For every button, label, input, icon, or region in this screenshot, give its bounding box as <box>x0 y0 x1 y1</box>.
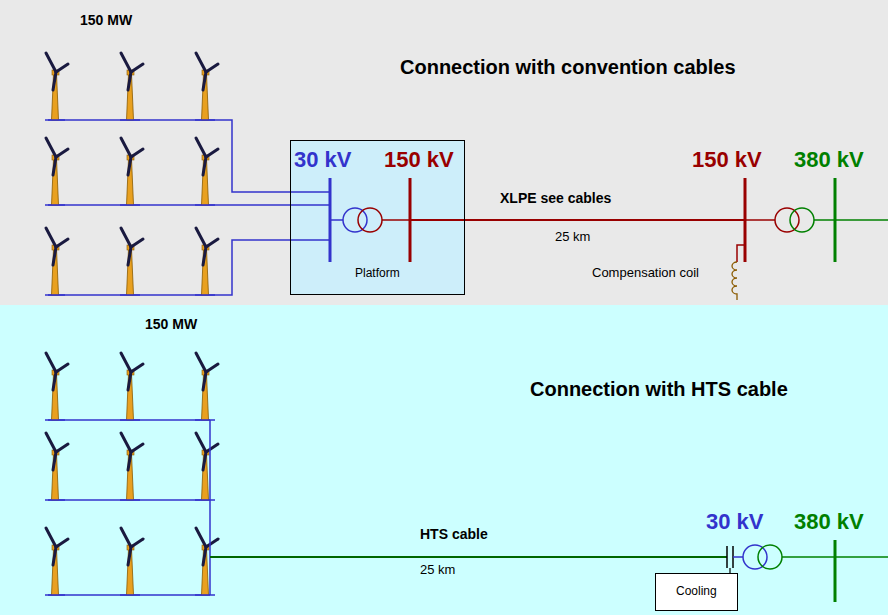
compensation-coil-symbol <box>732 262 737 300</box>
collector-wires-top <box>48 120 330 295</box>
xlpe-cable <box>410 219 745 221</box>
bus-link <box>330 219 343 221</box>
cable-termination <box>726 546 728 568</box>
busbar-380kv <box>834 540 837 602</box>
busbar-380kv <box>834 178 837 262</box>
platform-fill <box>290 140 465 295</box>
voltage-label: 150 kV <box>692 147 762 172</box>
voltage-label: 150 kV <box>384 147 454 172</box>
transformer-winding <box>358 208 382 232</box>
cooling-box: Cooling <box>655 573 738 611</box>
coil-feeder <box>737 245 745 262</box>
box-label: Platform <box>355 267 400 281</box>
transformer-winding <box>775 208 799 232</box>
transformer-winding <box>758 545 782 569</box>
cable-label: HTS cable <box>420 526 488 542</box>
panel-heading: Connection with convention cables <box>400 56 736 79</box>
transformer-winding <box>743 545 767 569</box>
panel-heading: Connection with HTS cable <box>530 378 788 401</box>
box-label: Cooling <box>676 585 717 599</box>
wind-turbines-bottom <box>45 353 218 595</box>
voltage-label: 30 kV <box>706 509 764 534</box>
hts-cable <box>210 556 727 558</box>
component-label: Compensation coil <box>592 266 699 281</box>
power-rating: 150 MW <box>145 316 197 332</box>
grid-link <box>814 219 888 221</box>
bottom-panel-ground <box>0 305 888 615</box>
length-label: 25 km <box>555 230 590 245</box>
bus-link <box>745 219 775 221</box>
power-rating: 150 MW <box>80 12 132 28</box>
cable-label: XLPE see cables <box>500 190 611 206</box>
voltage-label: 30 kV <box>294 147 352 172</box>
collector-wires-bottom <box>48 420 210 595</box>
transformer-winding <box>790 208 814 232</box>
wind-turbines-top <box>45 53 218 295</box>
top-panel-ground <box>0 0 888 305</box>
voltage-label: 380 kV <box>794 147 864 172</box>
length-label: 25 km <box>420 563 455 578</box>
bus-link <box>733 556 743 558</box>
voltage-label: 380 kV <box>794 509 864 534</box>
transformer-winding <box>343 208 367 232</box>
bus-link <box>382 219 410 221</box>
